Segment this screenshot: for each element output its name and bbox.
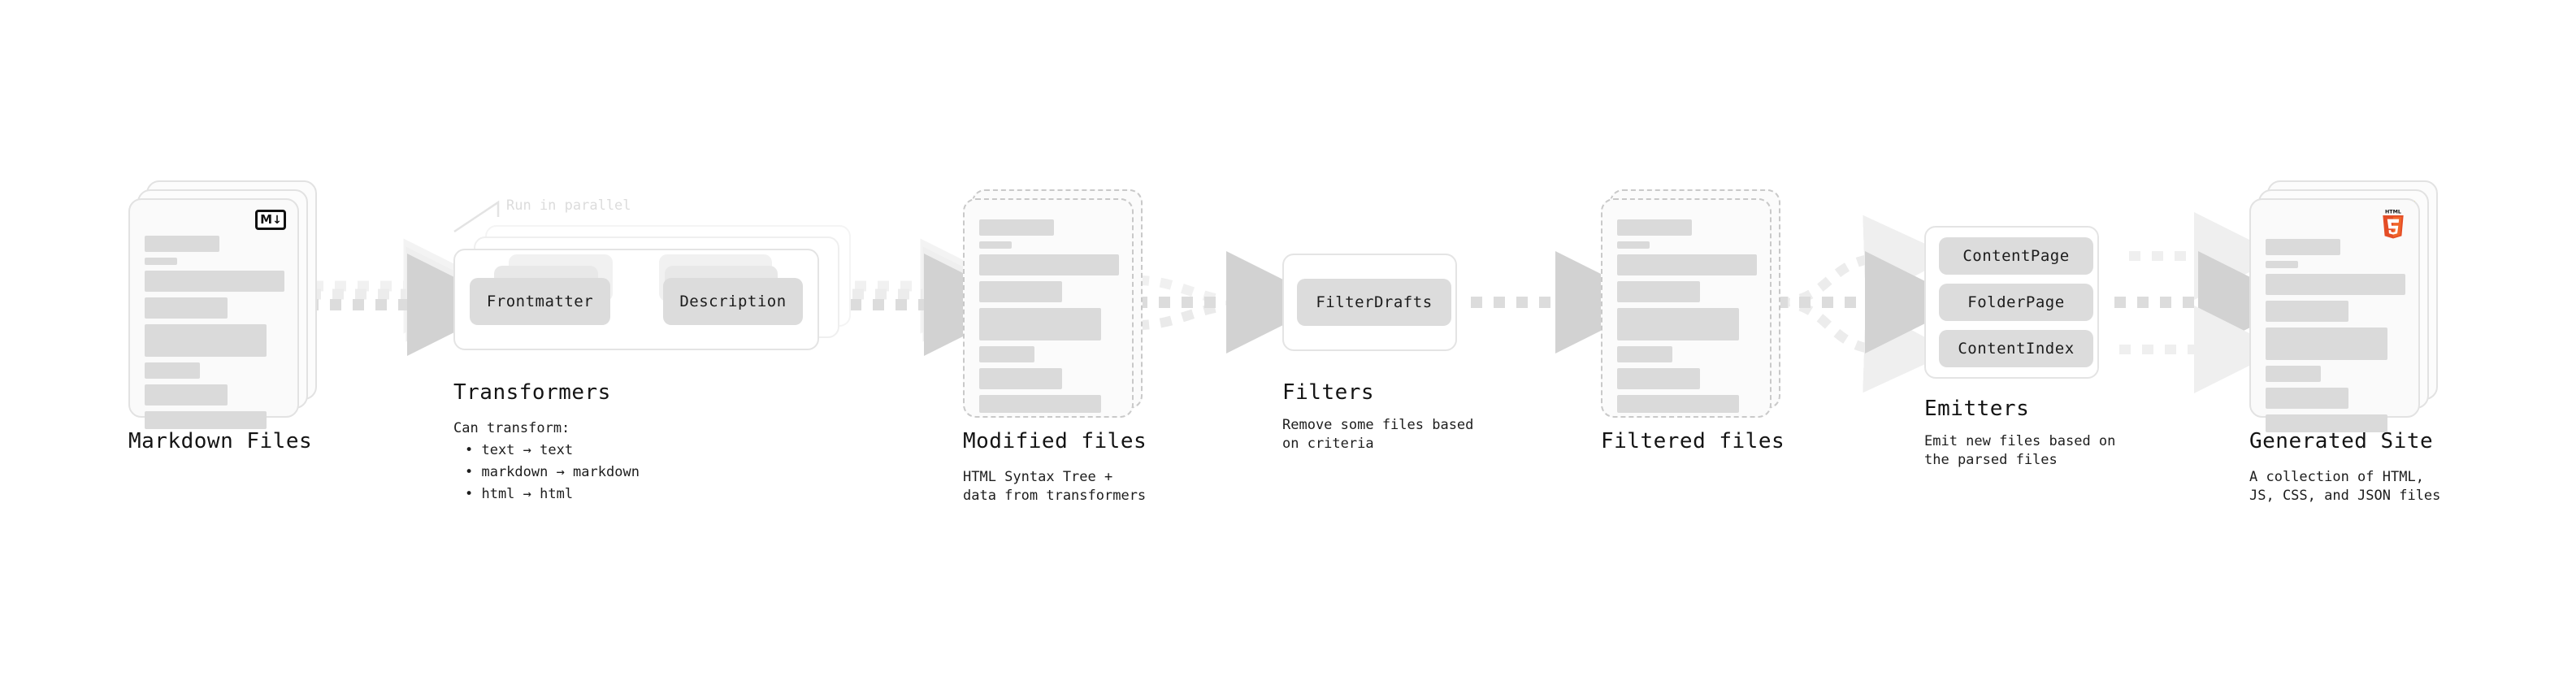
arrow-filtered-to-emitters: [1776, 215, 1967, 393]
doc-line: [2266, 274, 2405, 295]
generated-subtext: A collection of HTML, JS, CSS, and JSON …: [2249, 469, 2441, 504]
page-title-transformers: Transformers: [453, 380, 611, 405]
transformer-chip-frontmatter[interactable]: Frontmatter: [470, 278, 610, 325]
doc-placeholder-lines: [145, 236, 284, 435]
transformer-chip-description[interactable]: Description: [663, 278, 803, 325]
doc-line: [1617, 254, 1757, 275]
doc-line: [1617, 241, 1650, 249]
doc-line: [979, 281, 1062, 302]
doc-line: [145, 236, 219, 252]
page-title-emitters: Emitters: [1924, 397, 2030, 421]
arrow-modified-to-filters: [1136, 251, 1329, 354]
markdown-files-card-stack: M↓ M↓ M↓: [128, 180, 317, 429]
doc-line: [979, 241, 1012, 249]
transformers-item-2: • html → html: [465, 486, 574, 502]
doc-line: [2266, 261, 2298, 268]
doc-line: [2266, 301, 2348, 322]
page-title-filtered: Filtered files: [1601, 429, 1785, 453]
generated-card-html: HTML: [2249, 198, 2420, 432]
svg-text:HTML: HTML: [2385, 209, 2401, 215]
doc-line: [1617, 346, 1672, 362]
doc-line: [1617, 395, 1739, 413]
doc-line: [1617, 219, 1692, 236]
run-in-parallel-note: Run in parallel: [506, 197, 631, 214]
emitter-chip-contentindex[interactable]: ContentIndex: [1939, 330, 2093, 367]
doc-line: [979, 308, 1101, 340]
page-title-modified: Modified files: [963, 429, 1147, 453]
generated-site-card-stack: CSS HTML: [2249, 180, 2438, 432]
doc-line: [145, 258, 177, 265]
doc-line: [145, 324, 267, 357]
doc-placeholder-lines: [1617, 219, 1757, 419]
markdown-card-front: M↓: [128, 198, 299, 429]
doc-line: [979, 346, 1034, 362]
filtered-card-front: [1601, 198, 1772, 418]
modified-files-card-stack: [963, 189, 1151, 419]
transformers-item-0: • text → text: [465, 442, 574, 458]
arrow-markdown-to-transformers: [307, 238, 510, 356]
doc-line: [1617, 368, 1700, 389]
page-title-filters: Filters: [1282, 380, 1375, 405]
doc-line: [2266, 388, 2348, 409]
filter-chip-filterdrafts[interactable]: FilterDrafts: [1297, 279, 1451, 326]
modified-card-front: [963, 198, 1134, 418]
doc-line: [979, 395, 1101, 413]
doc-line: [145, 411, 267, 429]
doc-line: [145, 297, 228, 319]
doc-line: [145, 362, 200, 379]
emitter-chip-contentpage[interactable]: ContentPage: [1939, 237, 2093, 275]
doc-line: [1617, 308, 1739, 340]
transformers-item-1: • markdown → markdown: [465, 464, 640, 480]
html5-icon: HTML: [2379, 208, 2407, 242]
doc-line: [2266, 239, 2340, 255]
doc-placeholder-lines: [979, 219, 1119, 419]
arrow-emitters-to-generated: [2114, 212, 2301, 393]
modified-subtext: HTML Syntax Tree + data from transformer…: [963, 469, 1147, 504]
filters-subtext: Remove some files based on criteria: [1282, 417, 1474, 452]
page-title-generated: Generated Site: [2249, 429, 2434, 453]
doc-line: [2266, 366, 2321, 382]
emitters-subtext: Emit new files based on the parsed files: [1924, 433, 2116, 468]
doc-line: [145, 384, 228, 406]
doc-line: [1617, 281, 1700, 302]
doc-line: [979, 368, 1062, 389]
doc-line: [979, 254, 1119, 275]
filtered-files-card-stack: [1601, 189, 1789, 419]
transformers-subheading: Can transform:: [453, 420, 570, 436]
markdown-icon: M↓: [255, 210, 286, 230]
doc-line: [979, 219, 1054, 236]
emitter-chip-folderpage[interactable]: FolderPage: [1939, 284, 2093, 321]
doc-line: [145, 271, 284, 292]
doc-placeholder-lines: [2266, 239, 2405, 438]
doc-line: [2266, 414, 2387, 432]
page-title-markdown: Markdown Files: [128, 429, 313, 453]
doc-line: [2266, 327, 2387, 360]
